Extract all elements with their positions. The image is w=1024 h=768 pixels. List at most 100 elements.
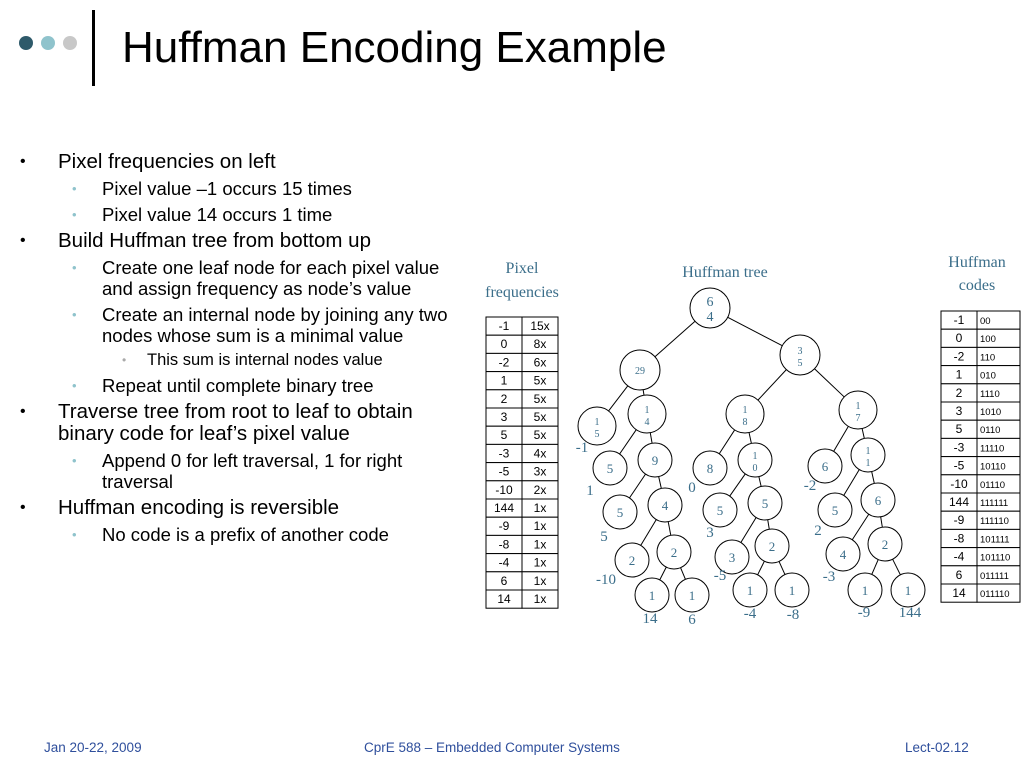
tree-node-label: 5 <box>762 496 769 511</box>
code-value: 1 <box>956 368 963 382</box>
tree-node-label: 7 <box>856 413 861 424</box>
tree-edge <box>659 566 667 581</box>
code-bits: 010 <box>980 371 996 382</box>
tree-node-label: 1 <box>862 583 869 598</box>
code-value: -4 <box>954 550 965 564</box>
tree-edge <box>649 432 653 444</box>
tree-edge <box>680 567 686 580</box>
tree-node-label: 5 <box>798 358 803 369</box>
code-value: 0 <box>956 331 963 345</box>
freq-value: 3 <box>501 410 508 424</box>
tree-edge <box>748 432 752 444</box>
code-value: -8 <box>954 531 965 545</box>
code-value: -3 <box>954 440 965 454</box>
bullet-item: Repeat until complete binary tree <box>18 375 450 396</box>
code-bits: 01110 <box>980 480 1005 491</box>
tree-node-label: 1 <box>743 405 748 416</box>
freq-count: 4x <box>534 446 547 460</box>
leaf-value-label: 2 <box>814 523 822 539</box>
tree-node <box>850 437 886 473</box>
tree-node <box>619 349 661 391</box>
tree-node <box>774 572 810 608</box>
bullet-item: Pixel value –1 occurs 15 times <box>18 178 450 199</box>
tree-node <box>634 577 670 613</box>
bullet-item: No code is a prefix of another code <box>18 524 450 545</box>
title-divider <box>92 10 95 86</box>
tree-node-label: 5 <box>617 505 624 520</box>
tree-edge <box>608 385 629 412</box>
freq-count: 1x <box>534 574 547 588</box>
tree-node-label: 1 <box>856 401 861 412</box>
code-bits: 10110 <box>980 462 1006 473</box>
tree-edge <box>718 429 736 455</box>
leaf-value-label: -3 <box>823 569 836 585</box>
tree-node-label: 6 <box>875 493 882 508</box>
freq-count: 5x <box>534 428 547 442</box>
tree-edge <box>871 471 875 484</box>
bullet-item: Build Huffman tree from bottom up <box>18 230 450 253</box>
leaf-value-label: 1 <box>586 483 594 499</box>
tree-node <box>614 542 650 578</box>
freq-title: Pixel <box>506 260 539 277</box>
tree-node <box>725 394 765 434</box>
tree-edge <box>880 516 883 528</box>
tree-node-label: 4 <box>645 417 650 428</box>
bullet-item: Huffman encoding is reversible <box>18 497 450 520</box>
leaf-value-label: -9 <box>858 605 871 621</box>
bullet-item: Create an internal node by joining any t… <box>18 304 450 346</box>
tree-title: Huffman tree <box>682 264 767 281</box>
tree-node <box>577 406 617 446</box>
freq-title: frequencies <box>485 284 559 301</box>
tree-edge <box>727 316 783 347</box>
tree-edge <box>658 476 662 489</box>
leaf-value-label: -8 <box>787 607 800 623</box>
freq-value: -4 <box>499 556 510 570</box>
code-bits: 011110 <box>980 589 1010 600</box>
code-value: 3 <box>956 404 963 418</box>
freq-value: 14 <box>497 592 511 606</box>
freq-value: 5 <box>501 428 508 442</box>
tree-node-label: 6 <box>822 459 829 474</box>
tree-edge <box>814 368 845 398</box>
freq-value: 144 <box>494 501 514 515</box>
tree-edge <box>654 320 696 358</box>
code-bits: 1010 <box>980 407 1001 418</box>
freq-value: -3 <box>499 446 510 460</box>
tree-node-label: 8 <box>743 417 748 428</box>
freq-count: 5x <box>534 410 547 424</box>
tree-edge <box>833 426 849 452</box>
tree-node-label: 1 <box>866 458 871 469</box>
tree-node <box>890 572 926 608</box>
code-value: 5 <box>956 422 963 436</box>
tree-node-label: 1 <box>645 405 650 416</box>
tree-node-label: 1 <box>747 583 754 598</box>
freq-value: 2 <box>501 392 508 406</box>
freq-value: -2 <box>499 355 510 369</box>
tree-edge <box>871 559 879 575</box>
footer-lecture: Lect-02.12 <box>905 740 969 755</box>
freq-value: -9 <box>499 519 510 533</box>
tree-node <box>747 485 783 521</box>
tree-node <box>867 526 903 562</box>
freq-count: 1x <box>534 592 547 606</box>
tree-node-label: 1 <box>789 583 796 598</box>
freq-value: -1 <box>499 319 510 333</box>
freq-value: -10 <box>495 483 513 497</box>
code-value: -2 <box>954 349 965 363</box>
tree-node-label: 2 <box>629 553 636 568</box>
leaf-value-label: -5 <box>714 568 727 584</box>
tree-node <box>737 442 773 478</box>
code-bits: 100 <box>980 334 996 345</box>
tree-edge <box>861 428 865 439</box>
tree-node <box>714 539 750 575</box>
tree-node <box>647 487 683 523</box>
tree-node-label: 4 <box>662 498 669 513</box>
tree-node-label: 5 <box>832 503 839 518</box>
freq-count: 3x <box>534 465 547 479</box>
tree-node-label: 6 <box>707 295 714 310</box>
tree-node <box>692 450 728 486</box>
tree-node-label: 1 <box>649 588 656 603</box>
freq-value: -5 <box>499 465 510 479</box>
